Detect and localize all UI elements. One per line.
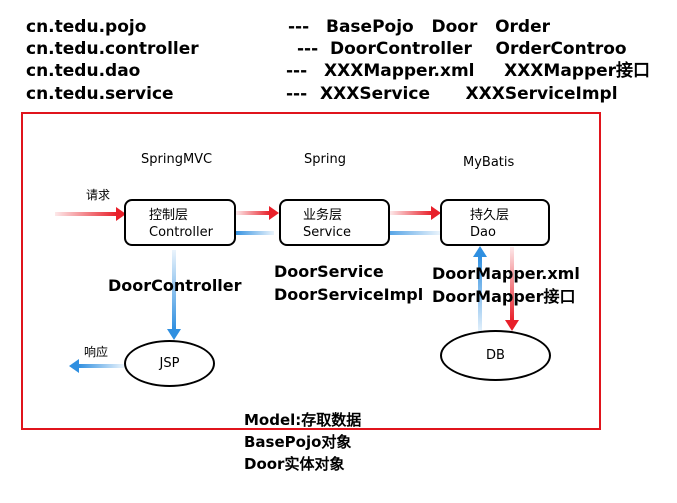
separator: ---	[288, 17, 310, 37]
package-name: cn.tedu.dao	[26, 61, 141, 81]
jsp-label: JSP	[159, 356, 180, 371]
service-to-dao-arrow	[390, 206, 441, 220]
controller-note: DoorController	[108, 276, 242, 295]
package-classes: BasePojo Door Order	[326, 17, 551, 37]
request-arrow	[55, 207, 126, 221]
controller-layer-cn: 控制层	[149, 208, 189, 223]
model-note-1: Model:存取数据	[244, 411, 362, 429]
package-name: cn.tedu.service	[26, 84, 174, 104]
service-note-1: DoorService	[274, 262, 384, 281]
package-name: cn.tedu.controller	[26, 39, 199, 59]
separator: ---	[286, 61, 308, 81]
service-layer-cn: 业务层	[303, 208, 343, 223]
package-name: cn.tedu.pojo	[26, 17, 147, 37]
package-classes: XXXMapper.xml XXXMapper接口	[324, 61, 651, 81]
mybatis-title: MyBatis	[463, 155, 515, 170]
dao-layer-box: 持久层 Dao	[440, 199, 550, 246]
jsp-node: JSP	[124, 340, 215, 387]
service-layer-box: 业务层 Service	[279, 199, 390, 246]
architecture-frame	[21, 112, 601, 430]
controller-to-service-arrow	[236, 206, 279, 220]
dao-note-2: DoorMapper接口	[432, 287, 576, 306]
separator: ---	[286, 84, 308, 104]
dao-note-1: DoorMapper.xml	[432, 264, 580, 283]
service-layer-en: Service	[303, 225, 352, 240]
dao-layer-cn: 持久层	[470, 208, 510, 223]
dao-layer-en: Dao	[470, 225, 496, 240]
request-label: 请求	[86, 188, 111, 202]
service-note-2: DoorServiceImpl	[274, 285, 424, 304]
separator: ---	[297, 39, 319, 59]
controller-layer-box: 控制层 Controller	[124, 199, 236, 246]
dao-to-db-arrow	[505, 247, 519, 331]
springmvc-title: SpringMVC	[141, 152, 213, 167]
controller-layer-en: Controller	[149, 225, 213, 240]
package-classes: DoorController OrderControo	[330, 39, 627, 59]
model-note-3: Door实体对象	[244, 455, 345, 473]
spring-title: Spring	[304, 152, 346, 167]
db-to-dao-arrow	[473, 246, 487, 334]
model-note-2: BasePojo对象	[244, 433, 352, 451]
controller-to-jsp-arrow	[167, 250, 181, 340]
db-node: DB	[440, 330, 551, 381]
response-label: 响应	[84, 345, 109, 359]
db-label: DB	[486, 348, 505, 363]
package-classes: XXXService XXXServiceImpl	[320, 84, 618, 104]
response-arrow	[69, 359, 124, 373]
